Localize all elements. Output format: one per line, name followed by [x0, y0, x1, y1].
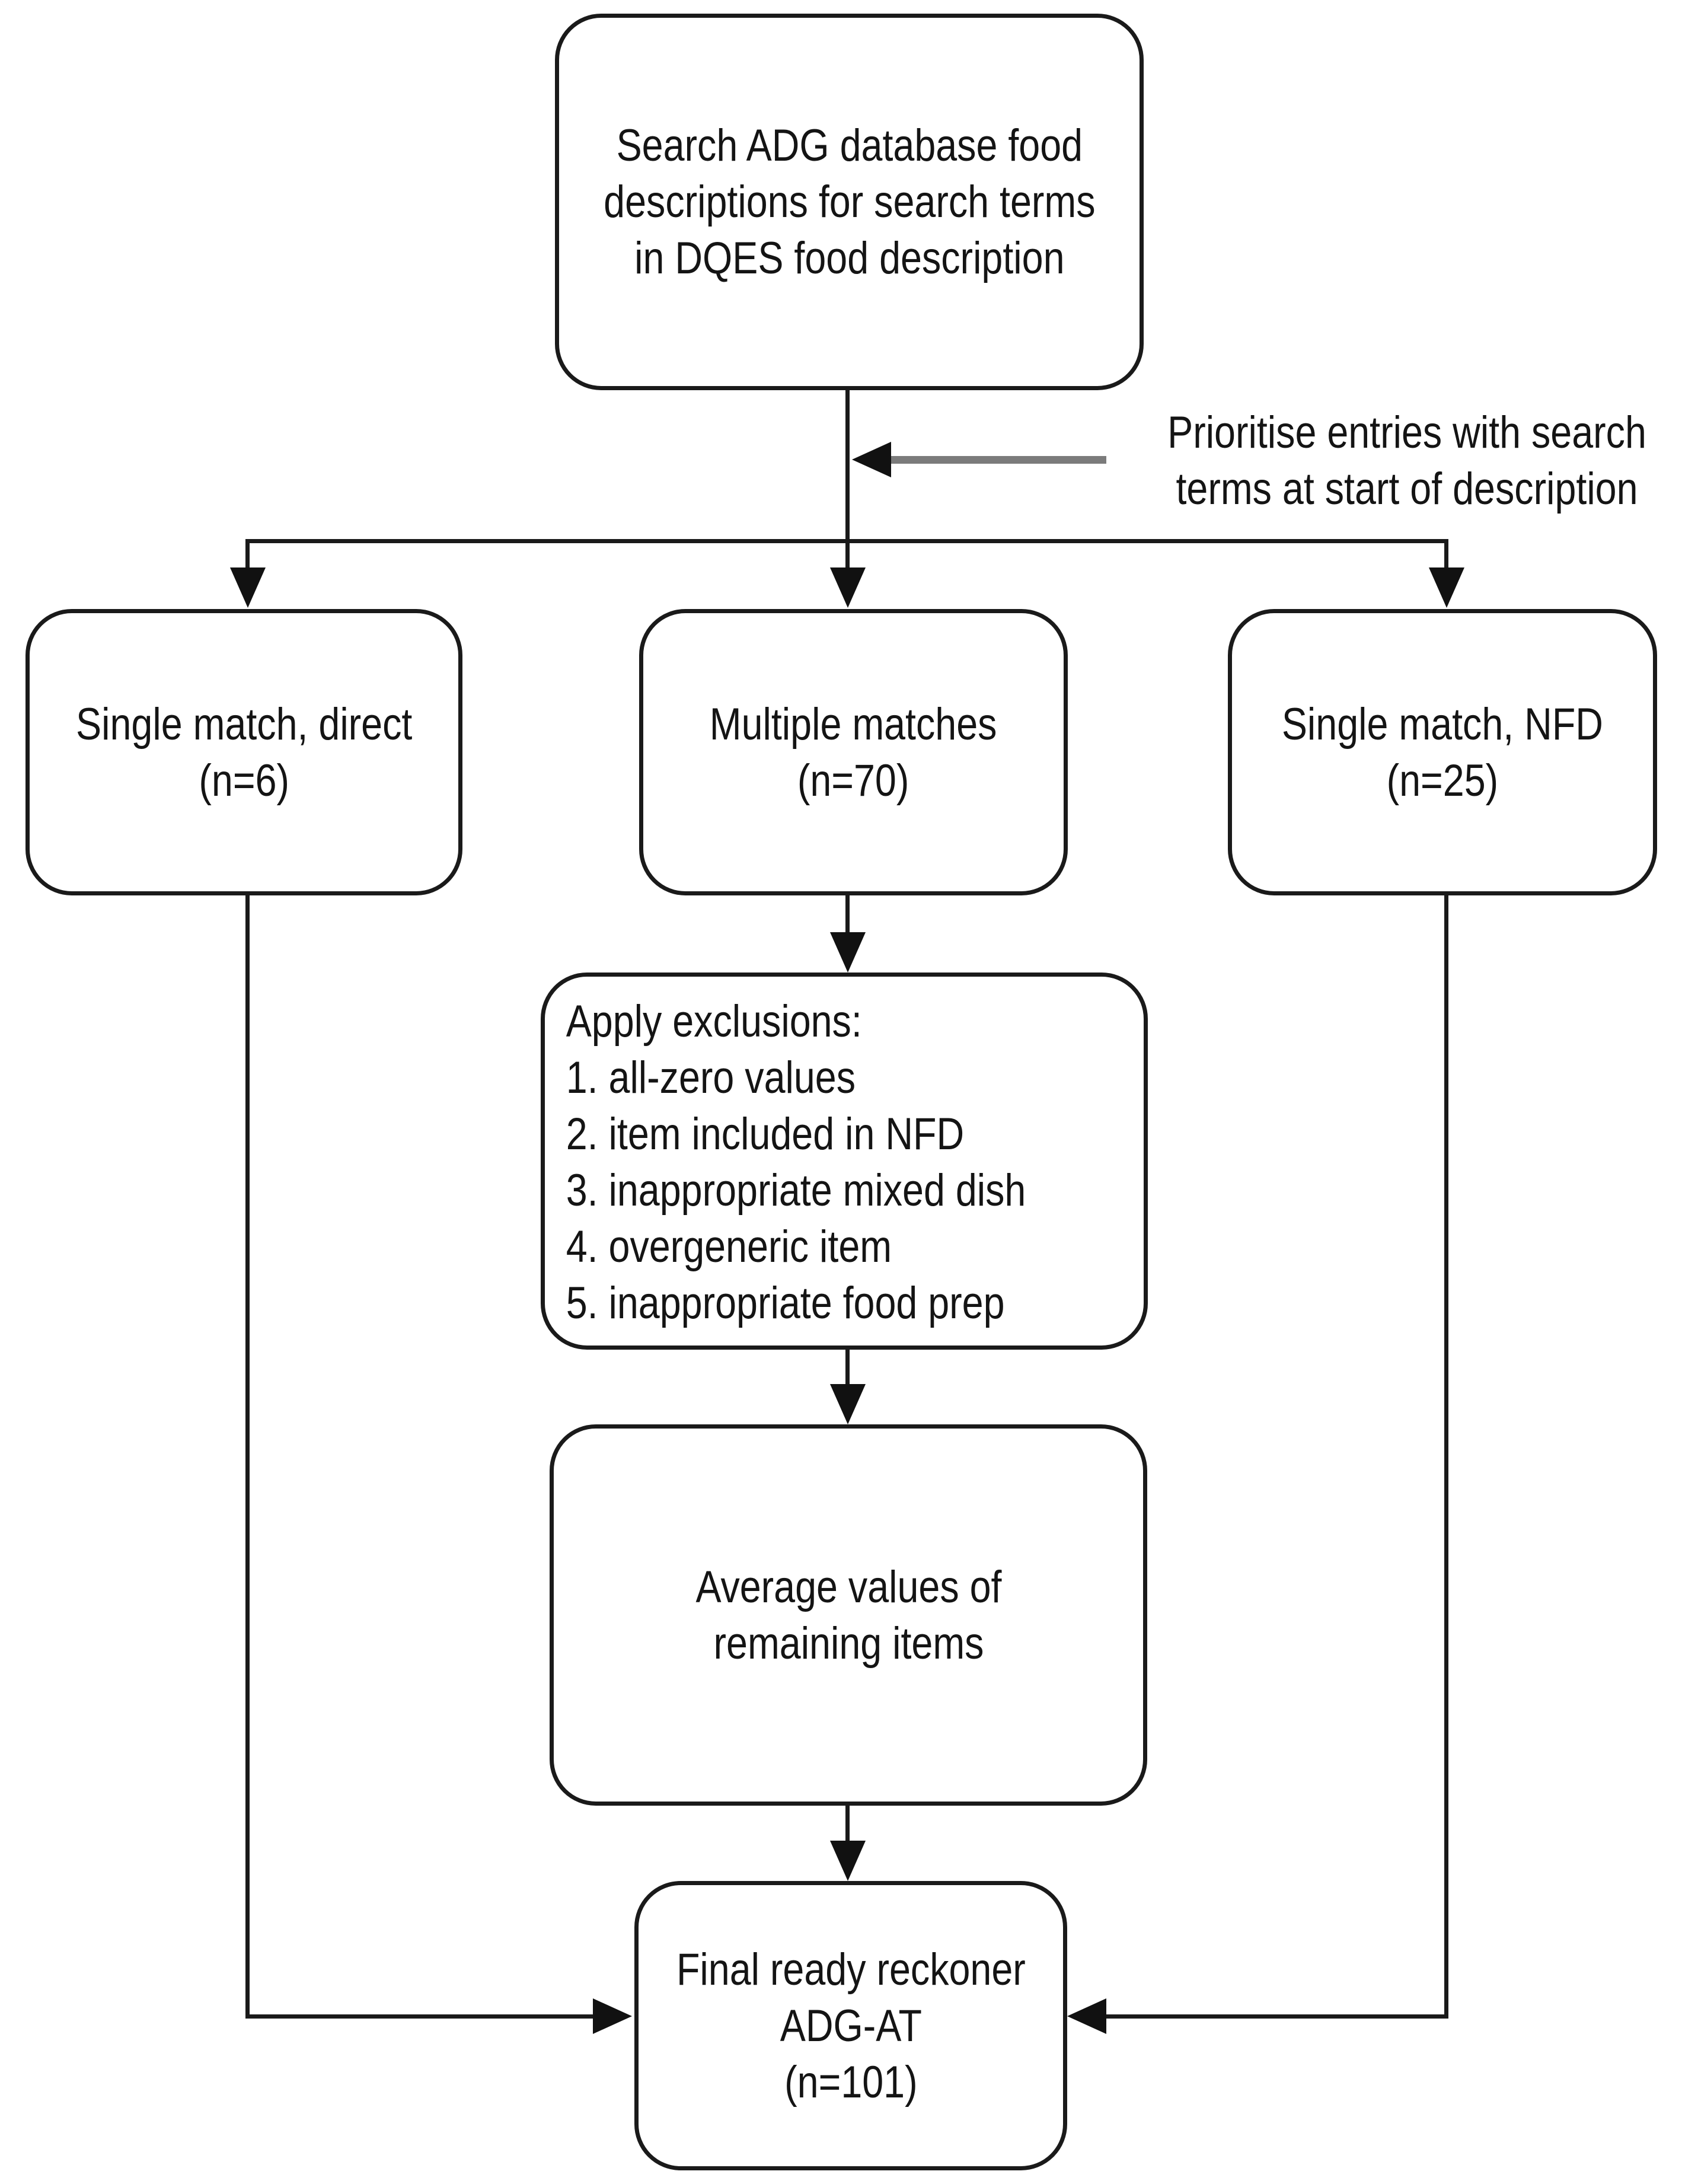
node-average-values-label: Average values of remaining items	[695, 1559, 1001, 1672]
arrowhead-final-right-icon	[1067, 1998, 1106, 2034]
text-line: 1. all-zero values	[566, 1053, 856, 1103]
annotation-arrow-head-icon	[852, 442, 891, 477]
text-line: descriptions for search terms	[603, 177, 1096, 227]
node-search-adg-label: Search ADG database food descriptions fo…	[604, 117, 1095, 286]
arrowhead-final-icon	[830, 1841, 866, 1881]
text-line: in DQES food description	[634, 233, 1065, 283]
node-single-match-direct: Single match, direct (n=6)	[25, 609, 462, 895]
node-multiple-matches: Multiple matches (n=70)	[639, 609, 1068, 895]
node-multiple-matches-label: Multiple matches (n=70)	[710, 696, 997, 809]
annotation-line: terms at start of description	[1176, 464, 1638, 514]
node-apply-exclusions-label: Apply exclusions: 1. all-zero values 2. …	[545, 977, 1026, 1331]
connector-branch-left	[245, 539, 250, 572]
text-line: 3. inappropriate mixed dish	[566, 1165, 1026, 1216]
node-single-match-nfd: Single match, NFD (n=25)	[1228, 609, 1657, 895]
arrowhead-left-box-icon	[230, 567, 266, 608]
text-line: (n=70)	[797, 755, 909, 806]
annotation-arrow-shaft	[882, 456, 1106, 464]
connector-multiple-to-exclusions	[845, 894, 850, 936]
text-line: Single match, NFD	[1281, 699, 1604, 750]
text-line: Multiple matches	[710, 699, 997, 750]
text-line: ADG-AT	[780, 2000, 922, 2051]
text-line: (n=6)	[199, 755, 289, 806]
node-average-values: Average values of remaining items	[550, 1424, 1147, 1806]
arrowhead-right-box-icon	[1429, 567, 1464, 608]
text-line: Single match, direct	[75, 699, 413, 750]
node-final-ready-reckoner-label: Final ready reckoner ADG-AT (n=101)	[676, 1941, 1026, 2110]
annotation-line: Prioritise entries with search	[1167, 407, 1646, 458]
connector-average-to-final	[845, 1804, 850, 1844]
node-final-ready-reckoner: Final ready reckoner ADG-AT (n=101)	[634, 1881, 1067, 2170]
connector-left-vertical	[245, 894, 250, 2019]
text-line: Search ADG database food	[616, 120, 1083, 171]
text-line: (n=25)	[1386, 755, 1499, 806]
text-line: Average values of	[695, 1561, 1001, 1612]
text-line: 5. inappropriate food prep	[566, 1278, 1005, 1328]
text-line: Final ready reckoner	[676, 1944, 1026, 1995]
connector-left-horizontal	[245, 2014, 596, 2019]
arrowhead-middle-box-icon	[830, 567, 866, 608]
connector-top-to-branch	[845, 388, 850, 543]
text-line: 4. overgeneric item	[566, 1222, 892, 1272]
arrowhead-final-left-icon	[593, 1998, 632, 2034]
connector-branch-middle	[845, 539, 850, 572]
node-search-adg: Search ADG database food descriptions fo…	[555, 14, 1144, 390]
connector-branch-right	[1444, 539, 1448, 572]
arrowhead-exclusions-icon	[830, 932, 866, 973]
annotation-label: Prioritise entries with search terms at …	[1157, 404, 1657, 517]
text-line: Apply exclusions:	[566, 996, 862, 1047]
text-line: remaining items	[713, 1618, 984, 1669]
node-single-match-nfd-label: Single match, NFD (n=25)	[1282, 696, 1603, 809]
text-line: (n=101)	[784, 2057, 918, 2108]
text-line: 2. item included in NFD	[566, 1109, 965, 1159]
connector-right-vertical	[1444, 894, 1448, 2019]
node-single-match-direct-label: Single match, direct (n=6)	[76, 696, 412, 809]
connector-exclusions-to-average	[845, 1348, 850, 1388]
arrowhead-average-icon	[830, 1384, 866, 1424]
node-apply-exclusions: Apply exclusions: 1. all-zero values 2. …	[541, 973, 1148, 1350]
connector-right-horizontal	[1105, 2014, 1448, 2019]
